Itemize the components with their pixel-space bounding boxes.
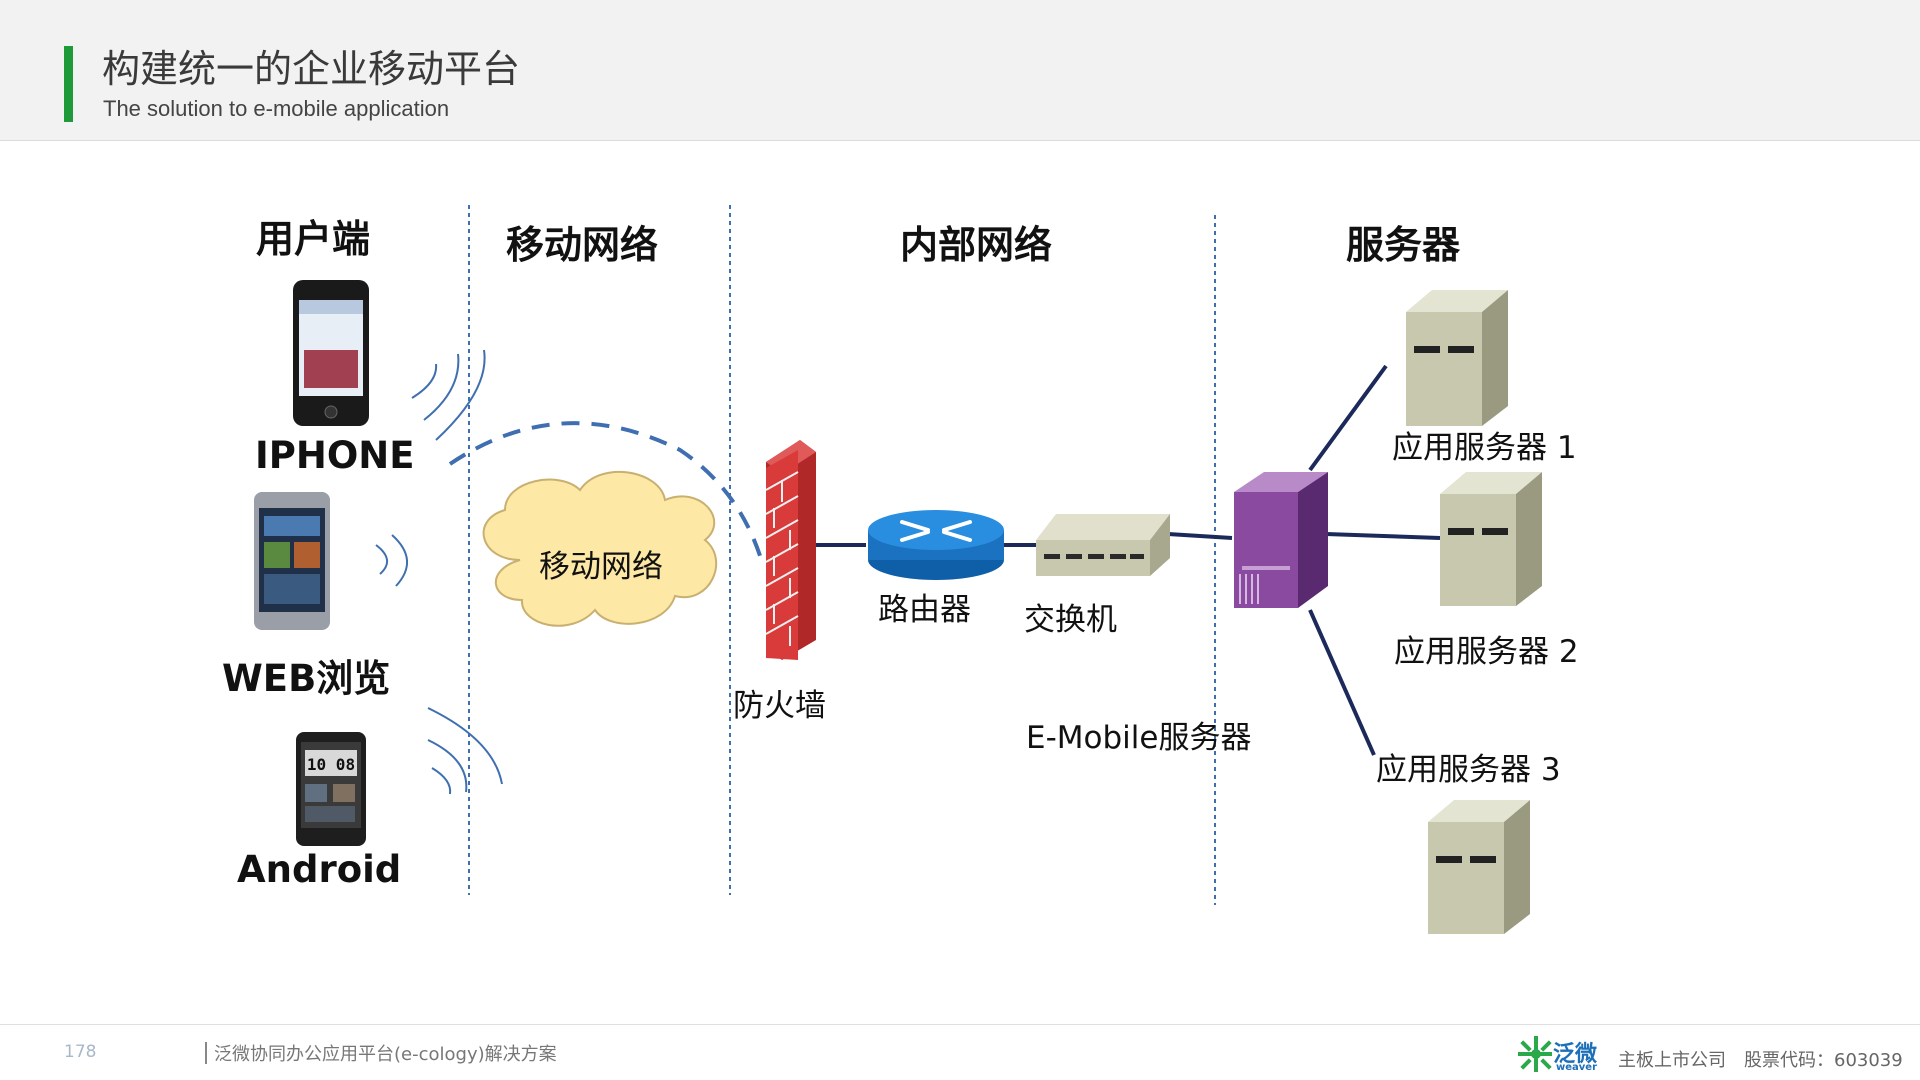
app-server-1-label: 应用服务器 1 bbox=[1392, 430, 1577, 466]
app-server-3-icon bbox=[1428, 800, 1530, 934]
emobile-server-icon bbox=[1234, 472, 1328, 608]
slide-title: 构建统一的企业移动平台 bbox=[102, 47, 521, 91]
wireless-waves-android bbox=[427, 707, 503, 795]
stock-code-text: 股票代码：603039 bbox=[1744, 1050, 1903, 1071]
wireless-waves-web bbox=[375, 534, 409, 587]
emobile-server-label: E-Mobile服务器 bbox=[1026, 720, 1252, 756]
brand-name-en: weaver bbox=[1556, 1062, 1598, 1073]
iphone-icon bbox=[293, 280, 369, 426]
mobile-link-arc bbox=[448, 421, 764, 563]
app-server-2-label: 应用服务器 2 bbox=[1394, 634, 1579, 670]
page-number: 178 bbox=[64, 1042, 97, 1062]
wireless-waves-iphone bbox=[411, 349, 486, 441]
device-web-label: WEB浏览 bbox=[222, 657, 391, 700]
accent-bar bbox=[64, 46, 73, 122]
cloud-label: 移动网络 bbox=[539, 549, 663, 585]
footer-divider bbox=[0, 1024, 1920, 1025]
slide-header: 构建统一的企业移动平台 The solution to e-mobile app… bbox=[0, 0, 1920, 141]
network-links bbox=[816, 364, 1441, 756]
router-label: 路由器 bbox=[878, 592, 971, 628]
switch-label: 交换机 bbox=[1024, 602, 1117, 638]
device-android-label: Android bbox=[237, 848, 402, 891]
switch-icon bbox=[1036, 514, 1170, 576]
firewall-icon bbox=[765, 440, 816, 660]
col-mobile-network: 移动网络 bbox=[506, 223, 659, 267]
col-client: 用户端 bbox=[256, 217, 371, 261]
brand-name-cn: 泛微 bbox=[1553, 1042, 1598, 1067]
firewall-label: 防火墙 bbox=[733, 688, 826, 724]
app-server-2-icon bbox=[1440, 472, 1542, 606]
col-internal-network: 内部网络 bbox=[900, 223, 1053, 267]
app-server-3-label: 应用服务器 3 bbox=[1376, 752, 1561, 788]
col-servers: 服务器 bbox=[1346, 223, 1461, 267]
footer-product: 泛微协同办公应用平台(e-cology)解决方案 bbox=[214, 1044, 557, 1065]
slide-subtitle: The solution to e-mobile application bbox=[103, 96, 450, 121]
web-phone-icon bbox=[254, 492, 330, 630]
weaver-logo-icon bbox=[1518, 1036, 1552, 1072]
listed-company-text: 主板上市公司 bbox=[1618, 1050, 1726, 1071]
router-icon bbox=[868, 510, 1004, 580]
android-phone-icon: 10 08 bbox=[296, 732, 366, 846]
phone-clock: 10 08 bbox=[307, 755, 355, 774]
app-server-1-icon bbox=[1406, 290, 1508, 426]
footer-separator bbox=[205, 1042, 207, 1064]
device-iphone-label: IPHONE bbox=[255, 434, 415, 477]
cloud-shape bbox=[482, 470, 718, 627]
